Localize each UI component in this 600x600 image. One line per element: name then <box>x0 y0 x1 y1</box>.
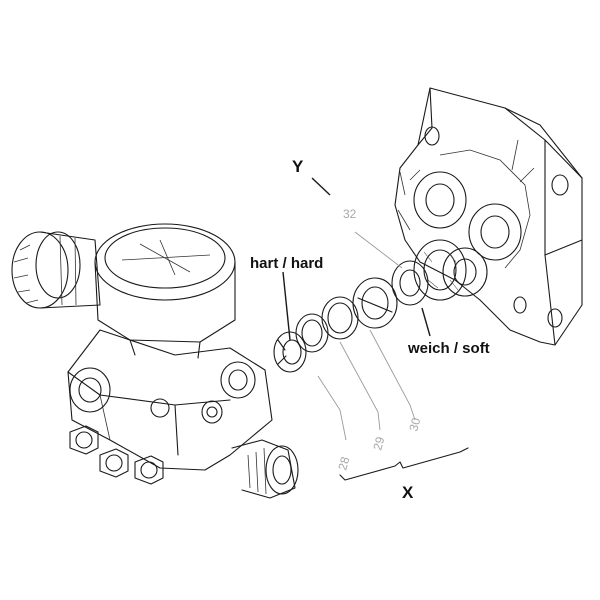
part-number-28: 28 <box>335 455 352 472</box>
view-x-label: X <box>402 483 414 502</box>
seal-stack-head <box>273 239 467 373</box>
view-y-label: Y <box>292 157 304 176</box>
valve-body <box>11 223 299 499</box>
soft-seal-label: weich / soft <box>407 340 490 357</box>
part-number-29: 29 <box>370 435 387 452</box>
part-number-30: 30 <box>406 416 423 433</box>
hard-seal-label: hart / hard <box>250 255 323 272</box>
leader-lines <box>282 177 469 481</box>
pump-head <box>394 87 583 346</box>
part-number-32: 32 <box>343 207 357 221</box>
